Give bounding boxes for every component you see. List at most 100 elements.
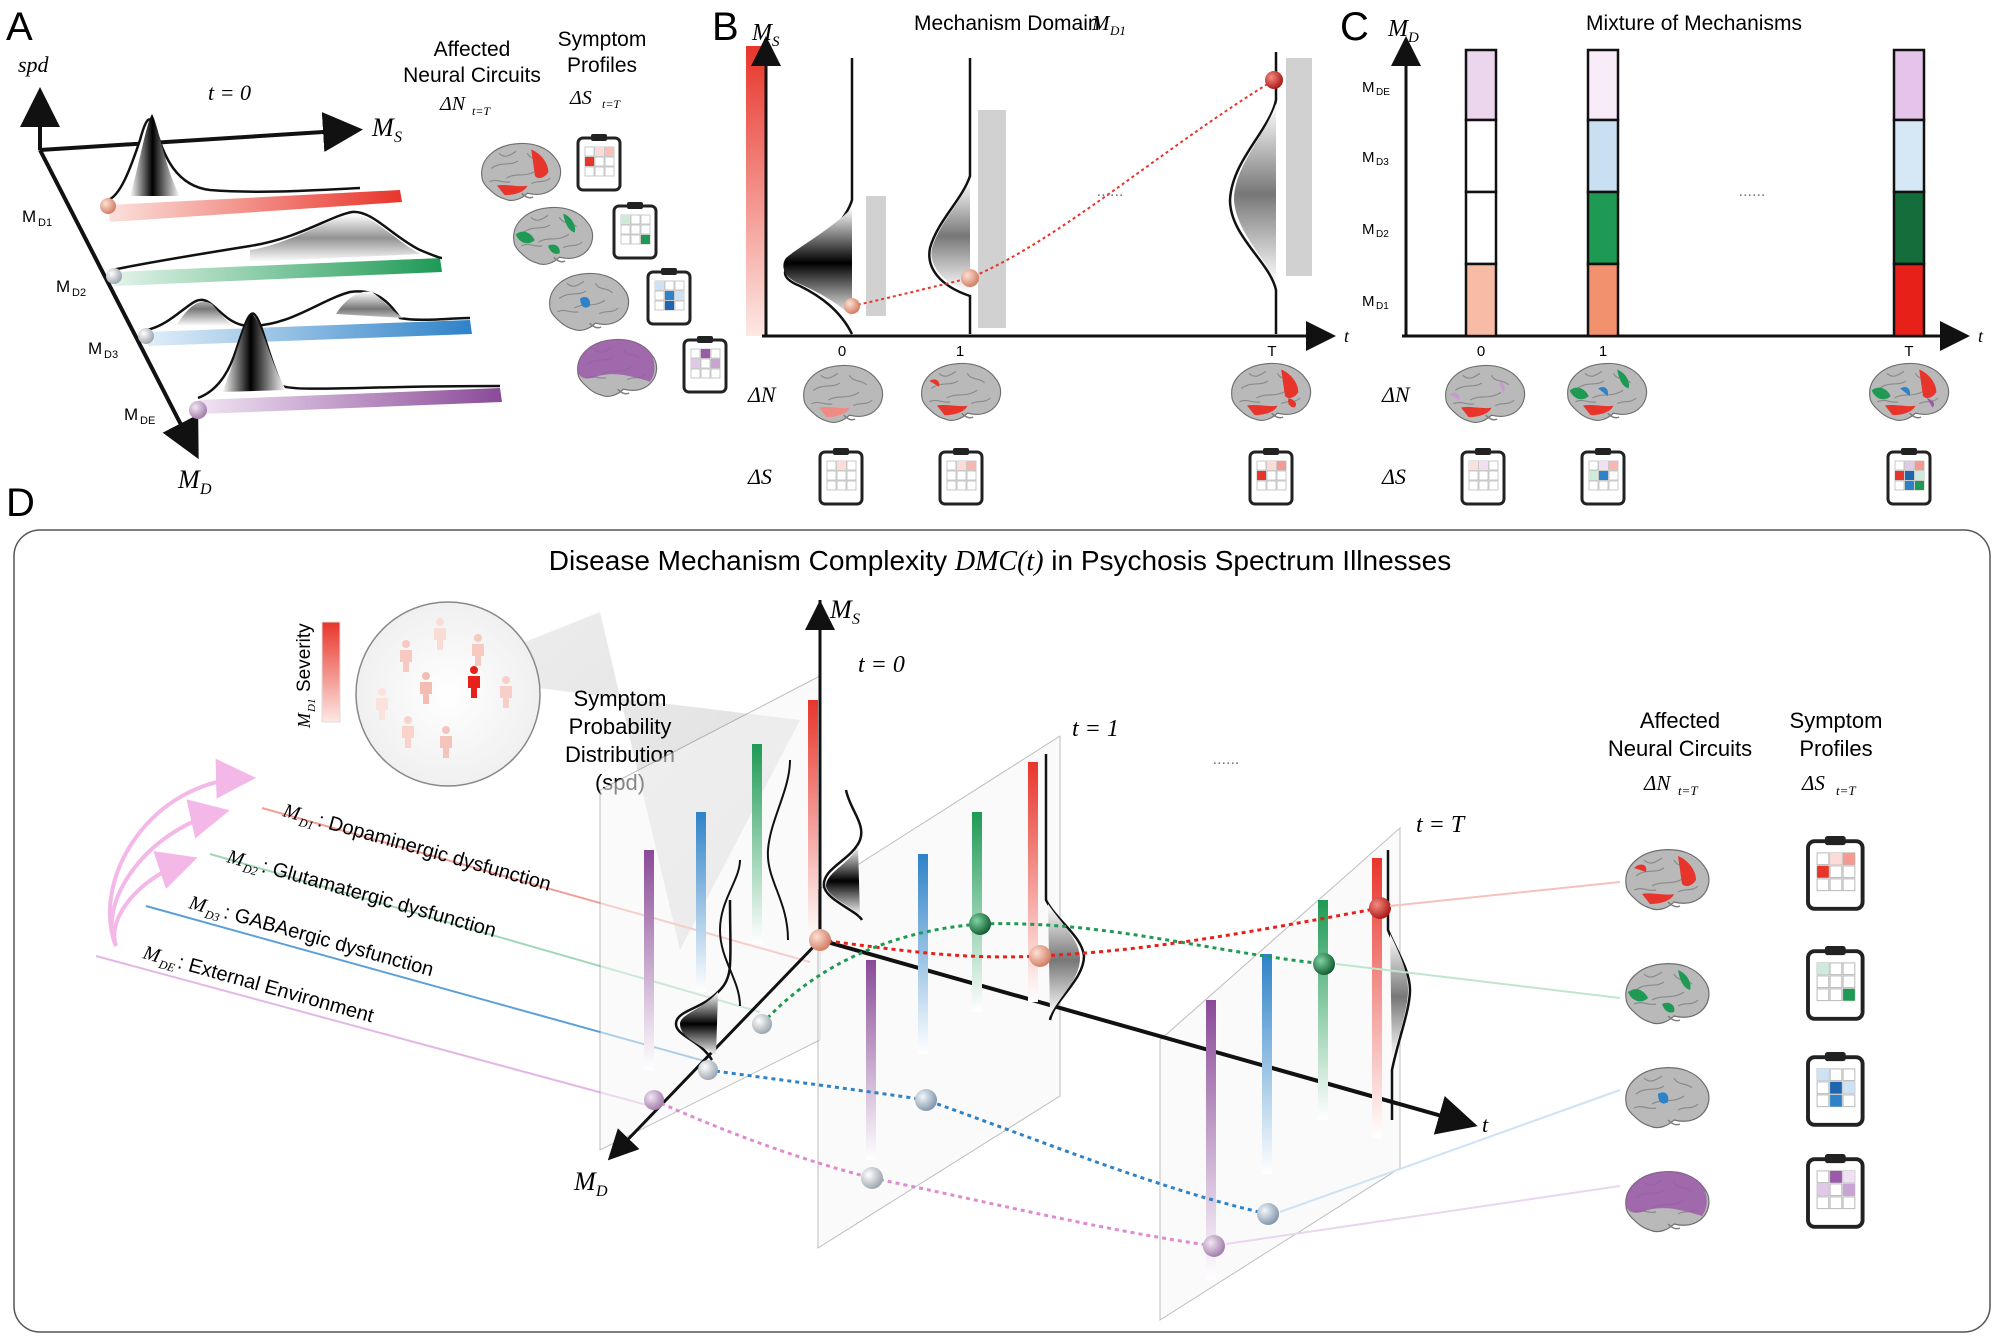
clipboard-icon [1886,446,1932,506]
svg-text:M: M [124,405,138,424]
trajectory-d2-d [760,922,1325,1026]
svg-text:M: M [56,277,70,296]
svg-text:DE: DE [156,957,177,975]
dn-label-b: ΔN [747,382,777,407]
ball-d1-t0 [809,929,831,951]
symptom-title-a: Symptom Profiles ΔS t=T [558,28,647,111]
svg-text:D: D [595,1183,608,1200]
d2-bar-t1 [972,812,982,1012]
svg-text:D: D [199,481,212,498]
ds-label-c: ΔS [1381,464,1406,489]
svg-text:t=T: t=T [472,104,491,118]
svg-text:Profiles: Profiles [567,54,637,77]
clipboard-icon [682,334,728,394]
d1-density-fill-a [130,114,180,196]
de-band-a [198,388,502,414]
de-bar-t1 [866,960,876,1160]
svg-text:ΔN: ΔN [439,93,467,115]
clipboard-icon [938,446,984,506]
svg-text:: External Environment: : External Environment [175,951,376,1027]
md-label-a: M D [177,465,212,498]
de-bar-tt [1206,1000,1216,1280]
brain-icon [576,338,658,398]
t-label-b: t [1344,326,1350,346]
de-bar-t0 [644,850,654,1070]
brain-icon [1566,362,1648,422]
svg-text:M: M [1387,16,1410,42]
clipboard-icon [576,132,622,192]
plane-t1 [817,735,1061,1249]
svg-text:t=T: t=T [1678,783,1698,798]
panel-b-letter: B [712,5,739,49]
spd-t1-b [928,58,972,334]
tick-1-c: 1 [1599,343,1607,360]
ball-d3-t1 [915,1089,937,1111]
clipboard-icon [612,200,658,260]
svg-text:D3: D3 [1376,157,1389,168]
de-mech-label-a: M DE [124,405,155,427]
svg-text:D3: D3 [202,907,221,925]
svg-text:DE: DE [140,415,155,427]
svg-text:t=T: t=T [602,97,621,111]
svg-text:Symptom: Symptom [574,686,667,711]
d2-mech-label-a: M D2 [56,277,86,299]
spd-d1-fill-tt [1390,934,1408,1060]
time-label-t0: t = 0 [858,652,905,678]
severity-bar-b [746,46,766,336]
de-ball-a [189,401,207,419]
tick-t-b: T [1267,343,1276,360]
ball-tt-b [1265,71,1283,89]
svg-text:M: M [22,207,36,226]
svg-text:M: M [1091,11,1111,35]
panel-a-letter: A [6,5,33,49]
brain-icon [548,272,630,332]
ball-t0-b [844,298,860,314]
time-label-a: t = 0 [208,80,251,105]
svg-text:ΔS: ΔS [1801,771,1825,795]
severity-legend-bar [321,621,341,723]
d1-bar-t1 [1028,762,1038,1002]
d1-bar-t0 [808,700,818,940]
clipboard-icon [1806,1152,1865,1229]
ellipsis-d: ...... [1213,751,1240,768]
brain-icon [1625,848,1710,911]
clipboard-icon [1806,834,1865,911]
clipboard-icon [646,266,692,326]
svg-text:D1: D1 [38,217,52,229]
panel-b: B Mechanism Domain M D1 M S t 0 1 T ....… [712,5,1350,506]
brain-icon [480,142,562,202]
symptom-title-d: Symptom Profiles ΔS t=T [1790,708,1883,798]
affected-title-a: Affected Neural Circuits ΔN t=T [403,38,541,118]
svg-text:M: M [177,465,201,494]
svg-text:D2: D2 [240,861,259,879]
brain-icon [920,362,1002,422]
svg-text:M: M [1362,79,1375,96]
brain-icon [1625,1066,1710,1129]
panel-d-letter: D [6,481,35,525]
panel-c-letter: C [1340,5,1369,49]
ball-de-t1 [861,1167,883,1189]
d3-bar-t0 [696,812,706,992]
clipboard-icon [1460,446,1506,506]
svg-text:S: S [852,611,860,628]
clipboard-icon [1806,1050,1865,1127]
brain-icon [1625,962,1710,1025]
connector-d2 [1335,963,1621,999]
t-axis-d [819,938,1478,1135]
svg-text:Severity: Severity [294,623,315,692]
svg-text:Symptom: Symptom [1790,708,1883,733]
ball-d2-tt [1313,953,1335,975]
ball-t1-b [961,269,979,287]
svg-text:D2: D2 [1376,229,1389,240]
panel-d-title: Disease Mechanism Complexity DMC(t) in P… [549,545,1452,577]
d3-density-a [145,290,471,332]
spd-label: spd [18,52,50,77]
svg-text:S: S [394,129,402,146]
spd-tt-b [1228,52,1278,334]
connector-de [1225,1185,1621,1245]
svg-text:Affected: Affected [1640,708,1720,733]
